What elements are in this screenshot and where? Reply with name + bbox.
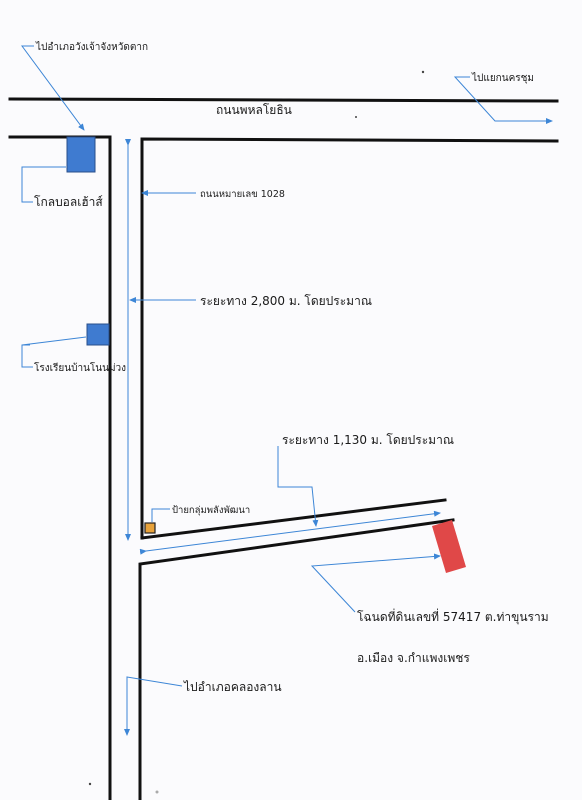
speck	[88, 782, 92, 786]
distance-1130-dimension-line	[139, 510, 441, 555]
label-bus-stop: ป้ายกลุ่มพลังพัฒนา	[172, 505, 250, 516]
label-to-khanu: ไปแยกนครชุม	[471, 72, 534, 84]
golf-house-marker	[66, 136, 96, 173]
label-deed: โฉนดที่ดินเลขที่ 57417 ต.ท่าขุนราม	[357, 608, 549, 625]
golf-house-leader	[21, 166, 33, 203]
speck	[155, 790, 159, 794]
phahon-road-top-edge	[8, 97, 559, 103]
leader-to-khanu	[453, 76, 553, 124]
leader-to-wang-chao	[21, 45, 85, 131]
label-road-1028: ถนนหมายเลข 1028	[200, 189, 285, 200]
label-district: อ.เมือง จ.กำแพงเพชร	[357, 651, 470, 665]
label-phahon-road: ถนนพหลโยธิน	[216, 103, 292, 117]
phahon-road-bottom-edge-right	[140, 137, 559, 540]
label-golf-house: โกลบอลเฮ้าส์	[34, 195, 103, 209]
school-leader-tail	[21, 336, 87, 346]
speck	[421, 70, 425, 74]
bus-stop-marker	[144, 522, 156, 534]
plot-leader	[310, 553, 441, 613]
speck	[355, 116, 357, 118]
leader-to-khlong-lan	[124, 676, 183, 736]
bus-stop-leader	[151, 508, 170, 522]
label-distance-2800: ระยะทาง 2,800 ม. โดยประมาณ	[200, 294, 372, 308]
phahon-road-bottom-edge-left	[8, 135, 112, 800]
label-to-khlong-lan: ไปอำเภอคลองลาน	[183, 680, 282, 694]
school-leader	[21, 344, 33, 368]
school-marker	[86, 323, 110, 346]
label-school: โรงเรียนบ้านโนนม่วง	[34, 361, 126, 374]
label-to-wang-chao: ไปอำเภอวังเจ้าจังหวัดตาก	[35, 41, 148, 53]
plot-marker	[432, 520, 466, 573]
distance-1130-leader	[277, 446, 319, 527]
label-distance-1130: ระยะทาง 1,130 ม. โดยประมาณ	[282, 433, 454, 447]
